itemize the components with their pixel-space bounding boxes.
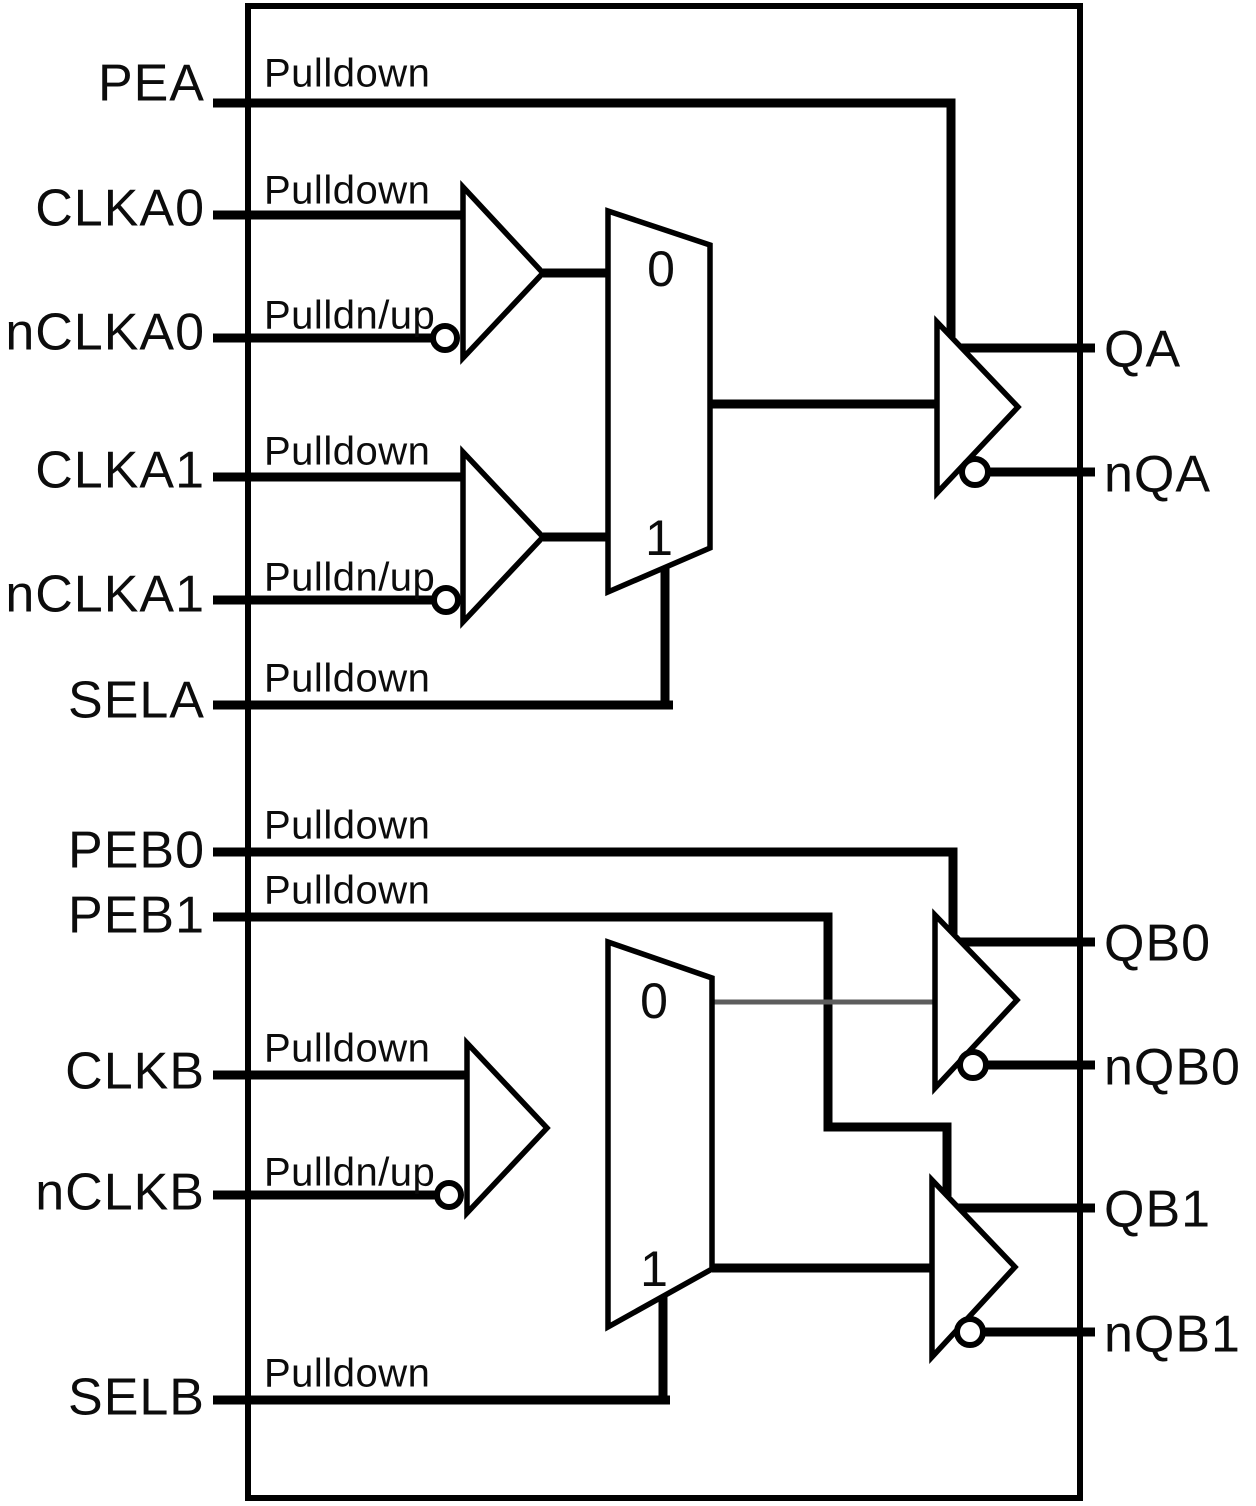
mux-b-output-0-label: 0 [640,973,668,1029]
port-label-nqb1: nQB1 [1104,1306,1241,1364]
port-label-selb: SELB [68,1369,205,1427]
input-buffers [430,180,551,1220]
input-buffer-a0 [460,180,547,365]
mux-numerals: 0 1 0 1 [640,241,675,1297]
wire-pea [213,98,956,337]
pull-annotation-nclkb: Pulldn/up [264,1150,435,1194]
port-label-nclkb: nCLKB [35,1164,205,1222]
pull-annotations: Pulldown Pulldown Pulldn/up Pulldown Pul… [264,51,435,1395]
pull-annotation-nclka1: Pulldn/up [264,555,435,599]
output-driver-qb0 [932,908,1021,1095]
pull-annotation-clka1: Pulldown [264,429,430,473]
mux-a-input-1-label: 1 [645,510,673,566]
wire-peb0 [213,847,958,934]
port-label-peb0: PEB0 [68,822,205,880]
port-label-clkb: CLKB [65,1043,205,1101]
inverting-bubble-nqb0 [957,1049,989,1081]
inverting-bubble-nclkb [434,1180,464,1210]
output-drivers [929,315,1022,1365]
mux-a-input-0-label: 0 [647,241,675,297]
inverting-bubble-nqb1 [954,1316,986,1348]
port-label-qb0: QB0 [1104,915,1211,973]
input-buffer-b [464,1036,551,1220]
port-label-qb1: QB1 [1104,1181,1211,1239]
right-port-labels: QA nQA QB0 nQB0 QB1 nQB1 [1104,321,1241,1364]
output-driver-qb1 [929,1173,1019,1365]
muxes [605,207,715,1332]
port-label-clka1: CLKA1 [35,442,205,500]
port-label-sela: SELA [68,672,205,730]
wires [213,98,1095,1405]
mux-b [605,938,715,1332]
port-label-nqb0: nQB0 [1104,1039,1241,1097]
left-port-labels: PEA CLKA0 nCLKA0 CLKA1 nCLKA1 SELA PEB0 … [5,55,205,1427]
input-buffer-a1 [460,445,547,629]
pull-annotation-clkb: Pulldown [264,1026,430,1070]
pull-annotation-peb0: Pulldown [264,803,430,847]
output-driver-qa [934,315,1022,500]
inverting-bubble-nclka1 [431,585,461,615]
port-label-clka0: CLKA0 [35,180,205,238]
mux-b-output-1-label: 1 [640,1241,668,1297]
pull-annotation-peb1: Pulldown [264,868,430,912]
inverting-bubble-nclka0 [430,323,460,353]
port-label-qa: QA [1104,321,1181,379]
port-label-nqa: nQA [1104,446,1211,504]
port-label-peb1: PEB1 [68,887,205,945]
port-label-pea: PEA [98,55,205,113]
port-label-nclka1: nCLKA1 [5,566,205,624]
pull-annotation-pea: Pulldown [264,51,430,95]
wire-peb1 [213,912,952,1196]
pull-annotation-nclka0: Pulldn/up [264,293,435,337]
pull-annotation-selb: Pulldown [264,1351,430,1395]
chip-boundary [245,3,1083,1501]
pull-annotation-clka0: Pulldown [264,168,430,212]
pull-annotation-sela: Pulldown [264,656,430,700]
inverting-bubble-nqa [959,456,991,488]
mux-a [605,207,713,597]
port-label-nclka0: nCLKA0 [5,304,205,362]
